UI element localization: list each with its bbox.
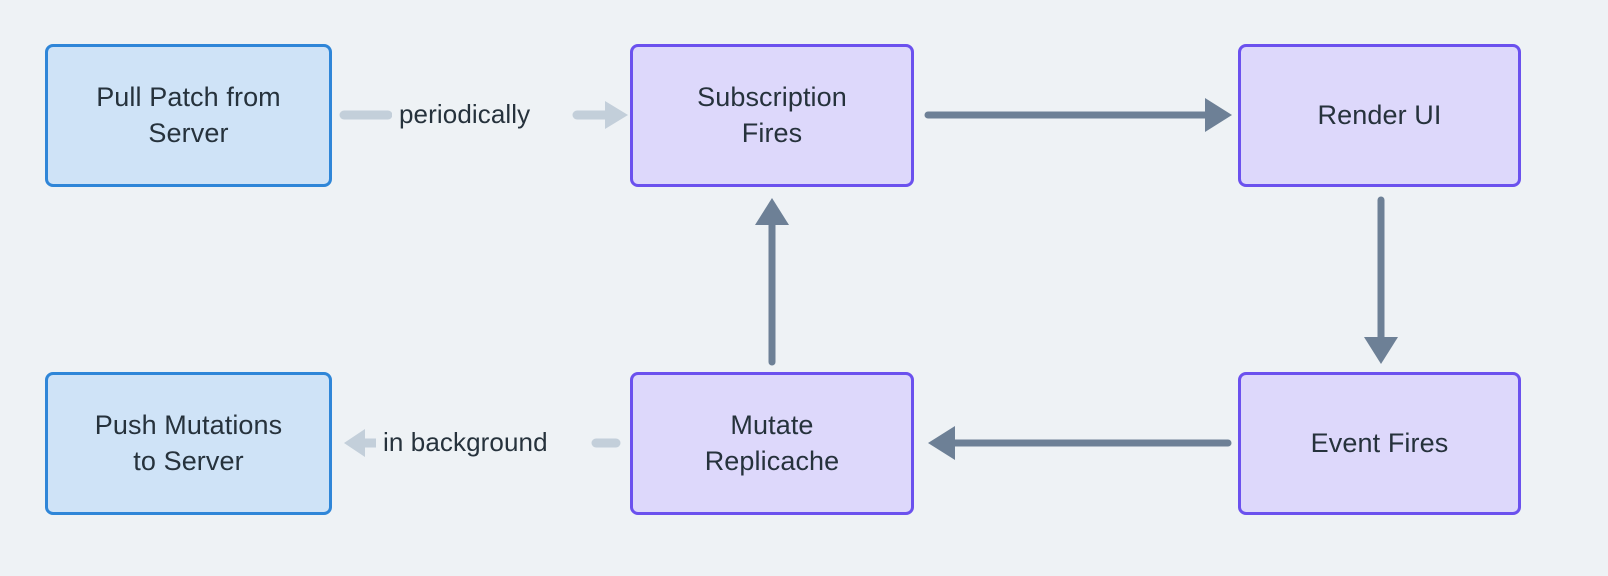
edge-label-in-background: in background: [376, 429, 555, 455]
edge-render-to-event: [1364, 196, 1398, 364]
edge-event-to-mutate: [928, 426, 1232, 460]
node-render-ui[interactable]: Render UI: [1238, 44, 1521, 187]
node-label: Subscription Fires: [697, 81, 847, 148]
node-label: Pull Patch from Server: [96, 81, 281, 148]
node-event-fires[interactable]: Event Fires: [1238, 372, 1521, 515]
edge-label-periodically: periodically: [392, 101, 538, 127]
node-subscription-fires[interactable]: Subscription Fires: [630, 44, 914, 187]
node-label: Mutate Replicache: [704, 409, 840, 476]
node-label: Render UI: [1317, 99, 1442, 130]
node-label: Push Mutations to Server: [94, 409, 283, 476]
node-push-mutations-to-server[interactable]: Push Mutations to Server: [45, 372, 332, 515]
node-mutate-replicache[interactable]: Mutate Replicache: [630, 372, 914, 515]
edge-subscription-to-render: [924, 98, 1232, 132]
node-pull-patch-from-server[interactable]: Pull Patch from Server: [45, 44, 332, 187]
node-label: Event Fires: [1310, 427, 1449, 458]
edge-mutate-to-subscription: [755, 198, 789, 366]
